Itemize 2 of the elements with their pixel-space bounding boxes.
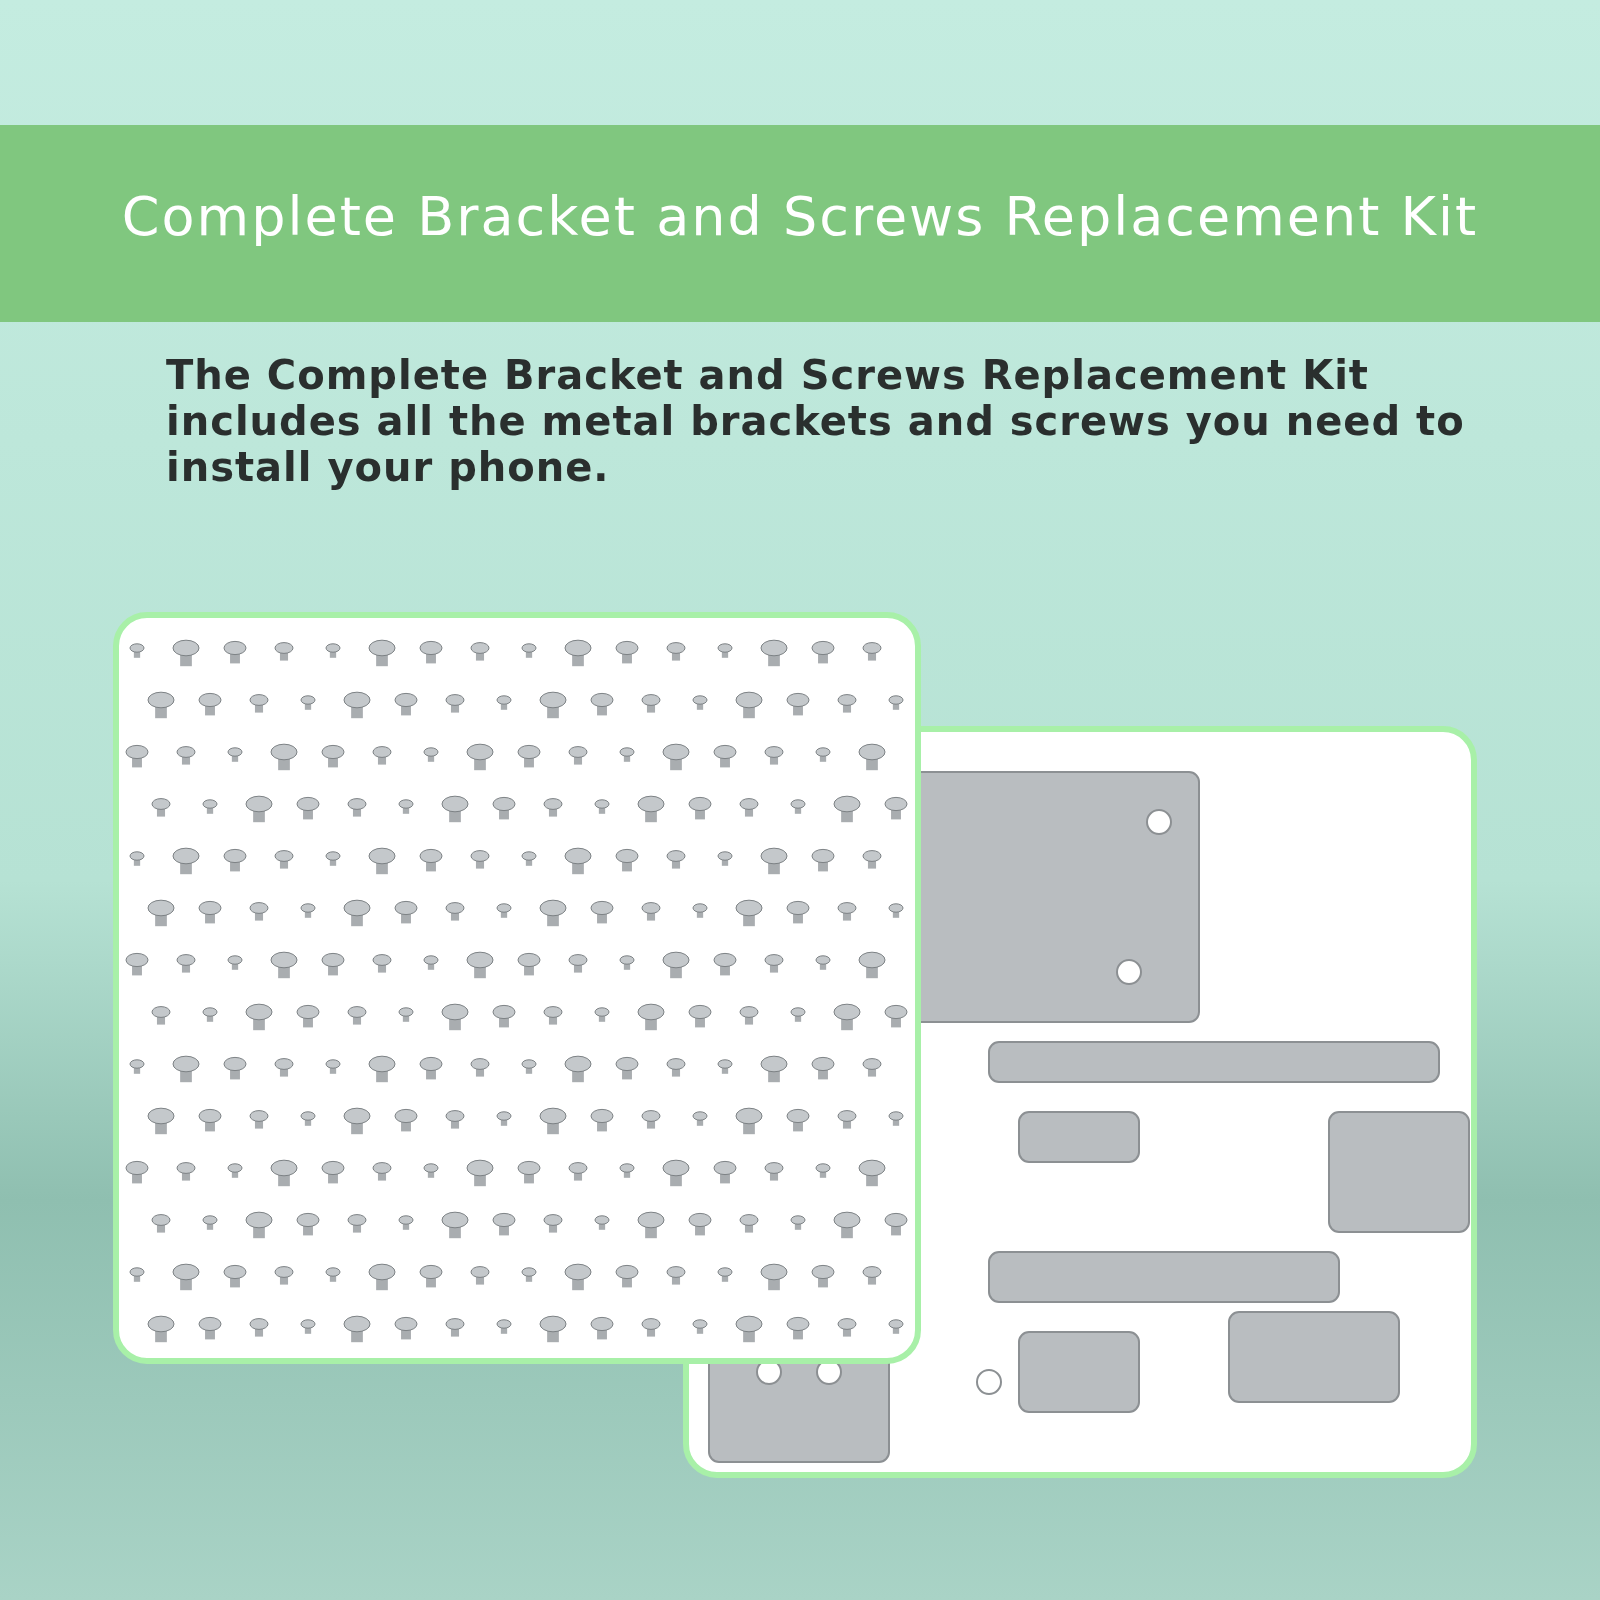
title: Complete Bracket and Screws Replacement Kit [120, 185, 1480, 248]
description-text: The Complete Bracket and Screws Replacement Kit includes all the metal brackets and screws you need to install your phone. [166, 352, 1466, 490]
